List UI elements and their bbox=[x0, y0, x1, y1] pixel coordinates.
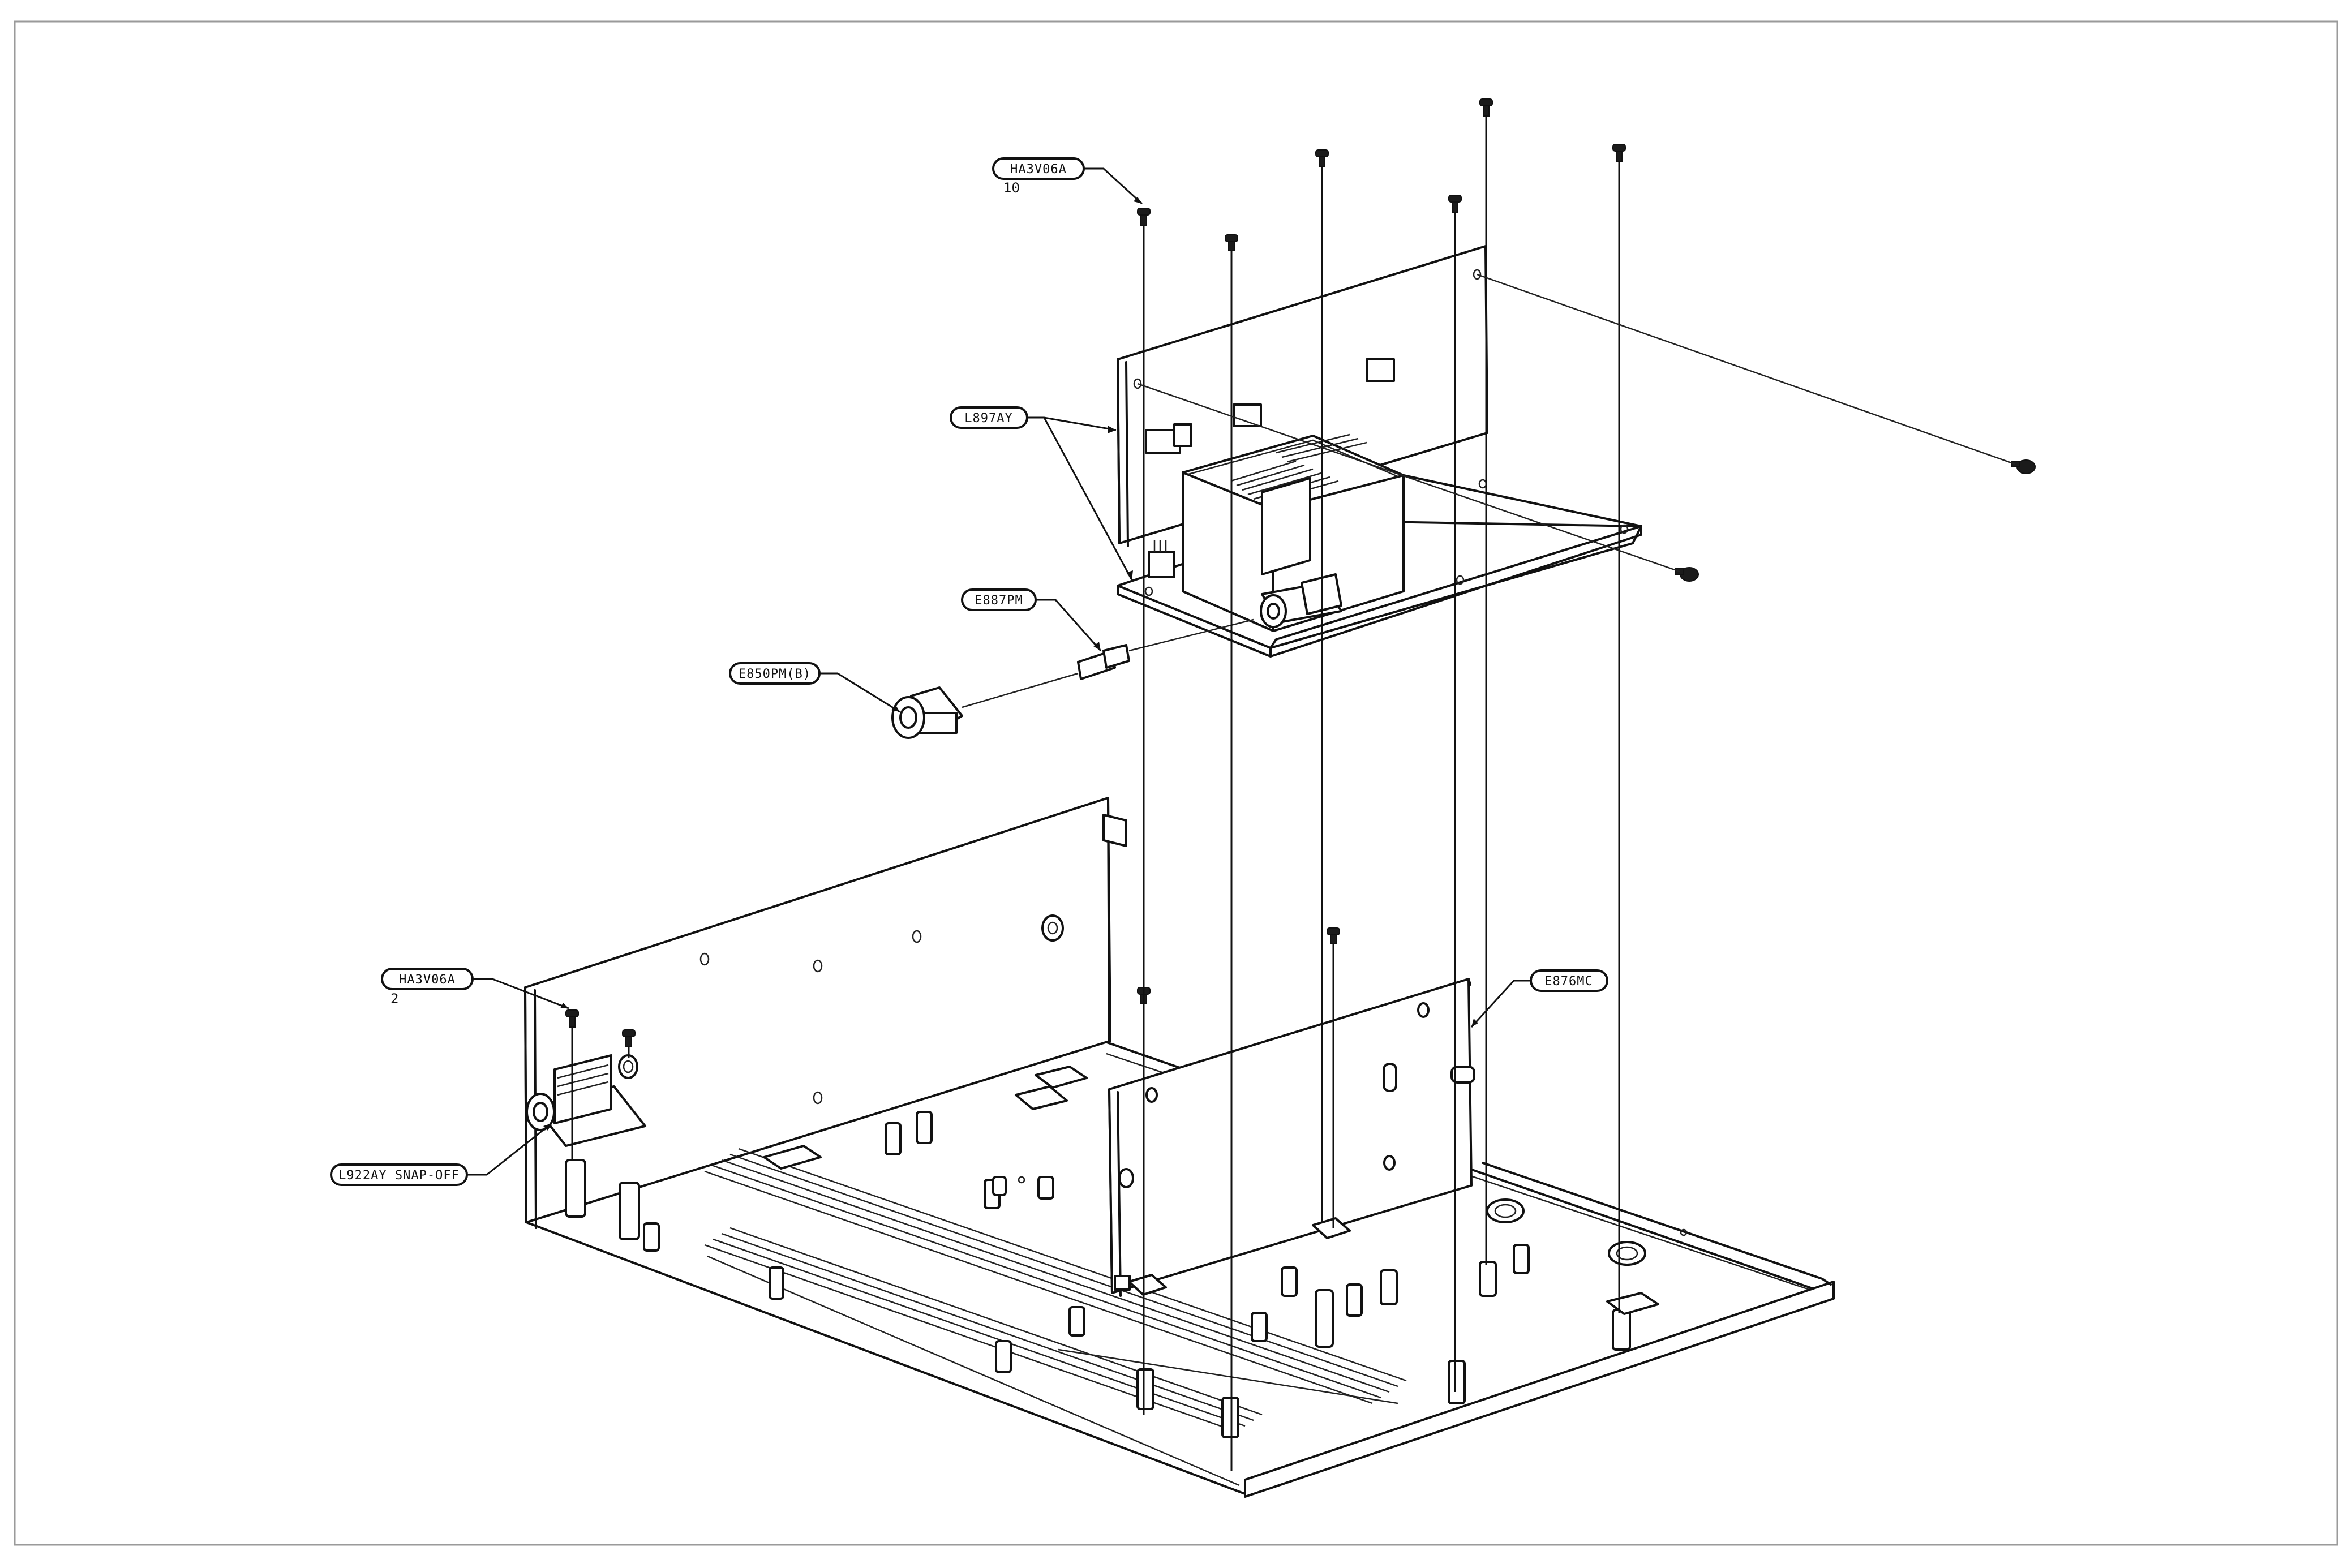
callout-label: HA3V06A bbox=[399, 973, 456, 987]
screw-10 bbox=[1327, 928, 1340, 944]
screw-8 bbox=[1675, 568, 1698, 581]
callout-label: E887PM bbox=[975, 594, 1023, 608]
screw-5 bbox=[1480, 99, 1492, 116]
callout-e876mc[interactable]: E876MC bbox=[1471, 970, 1607, 1027]
l897ay-assembly bbox=[1118, 246, 1641, 656]
screw-4 bbox=[1449, 195, 1461, 212]
screw-1 bbox=[1138, 208, 1150, 225]
callout-l897ay[interactable]: L897AY bbox=[951, 407, 1133, 580]
callout-e850pm[interactable]: E850PM(B) bbox=[730, 663, 900, 712]
screw-7 bbox=[2012, 460, 2035, 474]
callout-qty: 10 bbox=[1003, 180, 1020, 196]
callout-e887pm[interactable]: E887PM bbox=[962, 590, 1101, 651]
callout-label: L922AY SNAP-OFF bbox=[338, 1169, 460, 1183]
callout-qty: 2 bbox=[390, 991, 398, 1007]
screw-2 bbox=[1225, 235, 1238, 251]
screw-6 bbox=[1613, 144, 1625, 161]
callout-label: E876MC bbox=[1544, 974, 1593, 989]
callout-l922ay[interactable]: L922AY SNAP-OFF bbox=[331, 1123, 552, 1185]
screw-3 bbox=[1316, 150, 1328, 167]
callout-label: HA3V06A bbox=[1010, 162, 1067, 177]
callout-label: L897AY bbox=[964, 411, 1012, 426]
callout-ha3v06a-top[interactable]: HA3V06A 10 bbox=[993, 158, 1142, 204]
e850pm-lamp bbox=[892, 688, 962, 738]
callout-label: E850PM(B) bbox=[739, 667, 811, 681]
